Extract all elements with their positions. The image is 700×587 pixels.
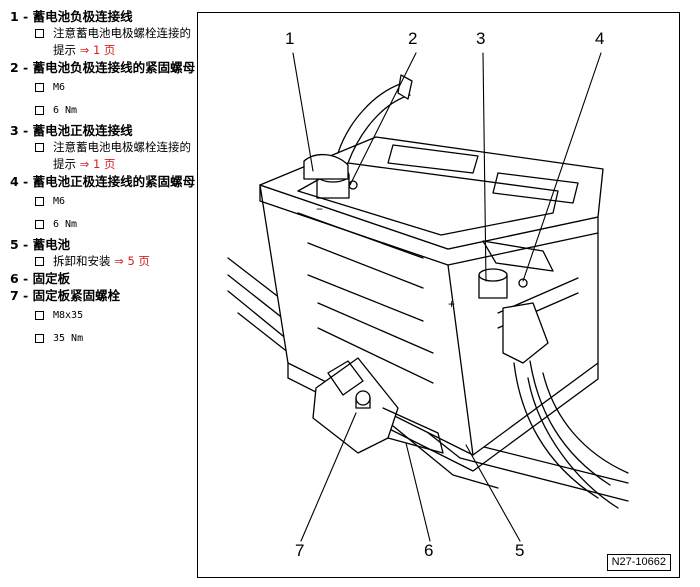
parts-legend: 1 - 蓄电池负极连接线 注意蓄电池电极螺栓连接的提示 ⇒ 1 页 2 - 蓄电… [10,8,196,350]
item-number: 1 - [10,9,33,24]
battery-drawing [259,136,604,472]
checkbox-bullet-icon [35,143,44,152]
checkbox-bullet-icon [35,106,44,115]
legend-note: M6 [35,190,196,213]
checkbox-bullet-icon [35,334,44,343]
negative-cable-drawing [303,74,413,180]
item-number: 6 - [10,271,33,286]
note-text: 6 Nm [53,105,78,116]
battery-assembly-figure: − + 1 2 3 4 5 6 7 N27-10662 [197,12,680,578]
legend-note: 35 Nm [35,327,196,350]
item-title: 蓄电池 [32,237,71,252]
item-number: 5 - [10,237,33,252]
note-text: 6 Nm [53,219,78,230]
callout-1: 1 [285,29,295,48]
item-number: 7 - [10,288,33,303]
callout-4: 4 [595,29,605,48]
checkbox-bullet-icon [35,257,44,266]
note-text: 35 Nm [53,333,84,344]
legend-item: 6 - 固定板 [10,270,196,287]
checkbox-bullet-icon [35,197,44,206]
callout-5: 5 [515,541,525,560]
legend-item: 5 - 蓄电池 拆卸和安装 ⇒ 5 页 [10,236,196,270]
note-text: M6 [53,196,66,207]
legend-item: 4 - 蓄电池正极连接线的紧固螺母 M6 6 Nm [10,173,196,236]
checkbox-bullet-icon [35,83,44,92]
positive-terminal-mark: + [448,297,455,311]
note-text: M6 [53,82,66,93]
item-title: 固定板 [32,271,71,286]
item-title: 蓄电池负极连接线 [32,9,133,24]
battery-exploded-drawing: − + [227,52,629,542]
note-text: M8x35 [53,310,84,321]
item-title: 蓄电池正极连接线 [32,123,133,138]
item-title: 蓄电池正极连接线的紧固螺母 [32,174,196,189]
legend-item: 1 - 蓄电池负极连接线 注意蓄电池电极螺栓连接的提示 ⇒ 1 页 [10,8,196,59]
page-reference-link[interactable]: ⇒ 1 页 [79,157,116,171]
callout-3: 3 [476,29,486,48]
legend-note: M6 [35,76,196,99]
callout-7: 7 [295,541,305,560]
legend-note: 注意蓄电池电极螺栓连接的提示 ⇒ 1 页 [35,139,196,173]
item-title: 蓄电池负极连接线的紧固螺母 [32,60,196,75]
legend-note: 注意蓄电池电极螺栓连接的提示 ⇒ 1 页 [35,25,196,59]
legend-note: 拆卸和安装 ⇒ 5 页 [35,253,196,270]
item-number: 4 - [10,174,33,189]
positive-cable-drawing [502,302,629,509]
legend-item: 2 - 蓄电池负极连接线的紧固螺母 M6 6 Nm [10,59,196,122]
legend-item: 3 - 蓄电池正极连接线 注意蓄电池电极螺栓连接的提示 ⇒ 1 页 [10,122,196,173]
negative-terminal-mark: − [316,202,323,216]
legend-note: M8x35 [35,304,196,327]
callout-leader-lines [292,52,602,542]
checkbox-bullet-icon [35,29,44,38]
callout-2: 2 [408,29,418,48]
item-number: 3 - [10,123,33,138]
note-text: 注意蓄电池电极螺栓连接的提示 [53,140,191,171]
page-reference-link[interactable]: ⇒ 5 页 [114,254,150,268]
note-text: 注意蓄电池电极螺栓连接的提示 [53,26,191,57]
page-reference-link[interactable]: ⇒ 1 页 [79,43,116,57]
retaining-plate-drawing [312,357,444,454]
note-text: 拆卸和安装 [53,254,111,268]
item-number: 2 - [10,60,33,75]
legend-item: 7 - 固定板紧固螺栓 M8x35 35 Nm [10,287,196,350]
checkbox-bullet-icon [35,311,44,320]
figure-id-label: N27-10662 [606,554,671,571]
legend-note: 6 Nm [35,99,196,122]
legend-note: 6 Nm [35,213,196,236]
checkbox-bullet-icon [35,220,44,229]
callout-6: 6 [424,541,434,560]
item-title: 固定板紧固螺栓 [32,288,121,303]
